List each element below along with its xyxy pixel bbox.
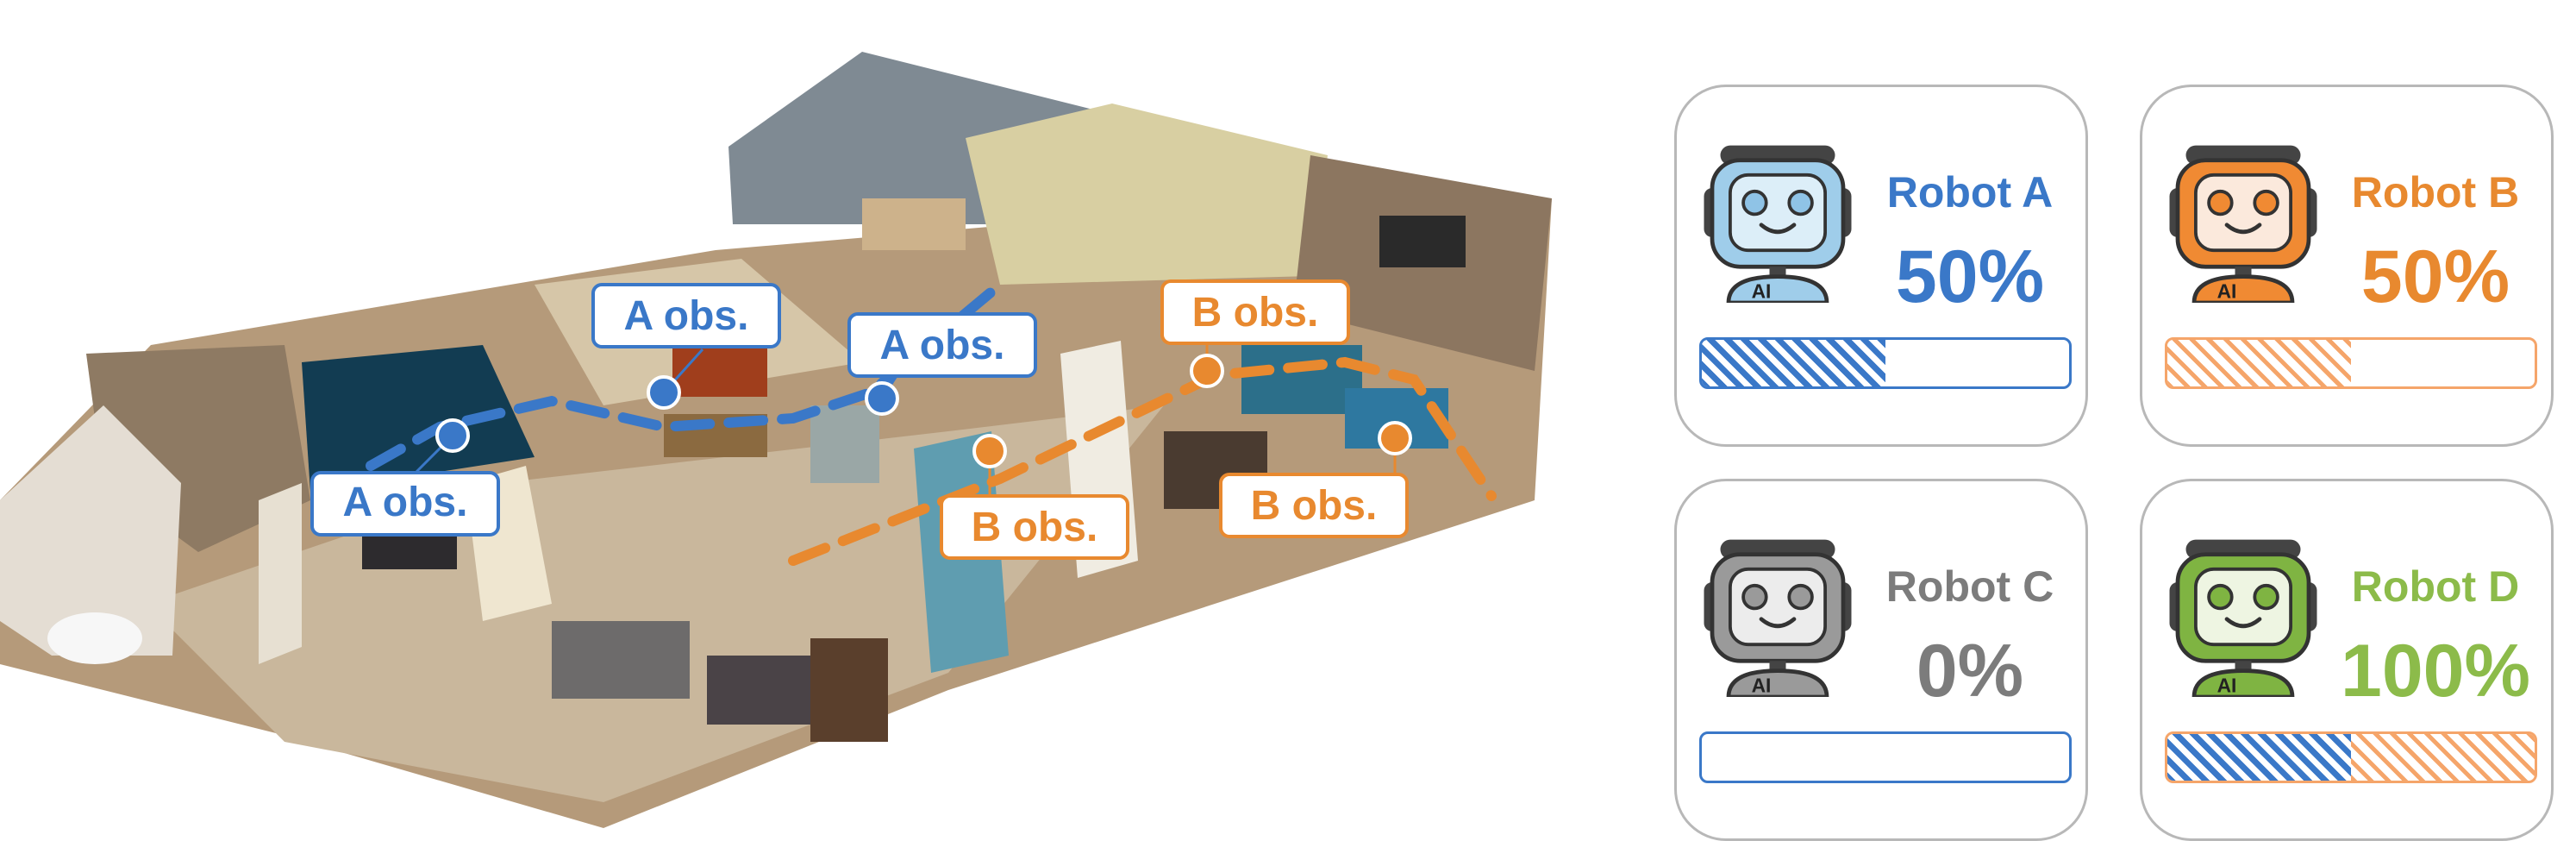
observation-a3: A obs.: [847, 312, 1037, 416]
svg-text:AI: AI: [2217, 674, 2237, 696]
observation-b2: B obs.: [940, 434, 1129, 560]
robot-percentage: 50%: [2360, 235, 2510, 318]
progress-fill-b: [2167, 340, 2351, 386]
robot-a-icon: AI: [1704, 145, 1852, 303]
robot-progress-bar: [2165, 337, 2537, 389]
obs-label-a2: A obs.: [624, 293, 749, 339]
robot-progress-bar: [1699, 337, 2072, 389]
obs-label-a3: A obs.: [880, 323, 1005, 368]
svg-text:AI: AI: [2217, 279, 2237, 302]
svg-text:AI: AI: [1752, 674, 1772, 696]
observation-b1: B obs.: [1160, 279, 1350, 388]
svg-text:AI: AI: [1752, 279, 1772, 302]
obs-label-b1: B obs.: [1192, 290, 1319, 336]
robot-c-icon: AI: [1704, 539, 1852, 697]
robot-name: Robot B: [2351, 168, 2520, 217]
robot-name: Robot C: [1885, 562, 2054, 611]
observation-b3: B obs.: [1219, 421, 1412, 538]
robot-name: Robot A: [1886, 168, 2054, 217]
robot-name: Robot D: [2351, 562, 2520, 611]
house-scene: A obs. A obs. A obs. B obs. B obs. B obs…: [0, 52, 1552, 828]
progress-fill-a: [2167, 734, 2351, 781]
observation-a1: A obs.: [310, 418, 500, 537]
robot-b-icon: AI: [2169, 145, 2317, 303]
obs-label-a1: A obs.: [343, 480, 468, 525]
robot-percentage: 100%: [2341, 630, 2530, 712]
robot-card-d: AI Robot D 100%: [2140, 479, 2554, 841]
robot-progress-bar: [1699, 731, 2072, 783]
robot-card-a: AI Robot A 50%: [1674, 85, 2088, 447]
house-floorplan: [0, 52, 1552, 828]
obs-label-b2: B obs.: [972, 505, 1098, 550]
robot-b-path: [788, 356, 1497, 566]
progress-fill-a: [1702, 340, 1885, 386]
progress-fill-b: [2351, 734, 2535, 781]
robot-percentage: 0%: [1916, 630, 2024, 712]
observation-a2: A obs.: [591, 283, 781, 410]
robot-d-icon: AI: [2169, 539, 2317, 697]
robot-progress-bar: [2165, 731, 2537, 783]
obs-label-b3: B obs.: [1251, 483, 1378, 529]
robot-percentage: 50%: [1895, 235, 2045, 318]
robot-card-c: AI Robot C 0%: [1674, 479, 2088, 841]
robot-card-b: AI Robot B 50%: [2140, 85, 2554, 447]
